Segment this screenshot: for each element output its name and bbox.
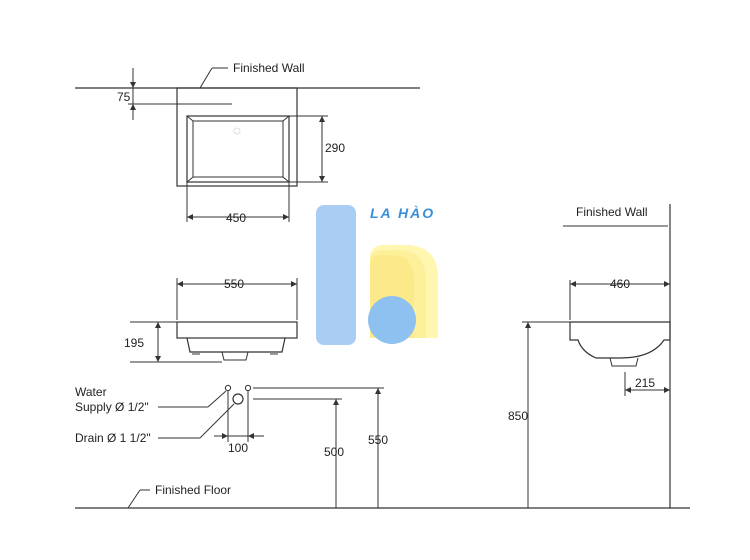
dim-side-depth: 460 xyxy=(610,277,630,291)
dim-wall-offset: 75 xyxy=(117,90,131,104)
finished-wall-label-top: Finished Wall xyxy=(233,61,305,75)
logo-text: LA HÀO xyxy=(370,205,435,221)
dim-basin-width: 550 xyxy=(224,277,244,291)
front-view: 550 195 Water Supply Ø 1/2" Drain Ø 1 1/… xyxy=(75,277,388,508)
dim-rim-height: 850 xyxy=(508,409,528,423)
water-supply-label: Supply Ø 1/2" xyxy=(75,400,149,414)
water-label: Water xyxy=(75,385,107,399)
dim-drain-height: 500 xyxy=(324,445,344,459)
dim-supply-height: 550 xyxy=(368,433,388,447)
finished-floor-label: Finished Floor xyxy=(155,483,231,497)
side-view: Finished Wall 460 215 850 xyxy=(508,204,671,508)
drain-label: Drain Ø 1 1/2" xyxy=(75,431,151,445)
dim-basin-height: 195 xyxy=(124,336,144,350)
dim-bowl-width: 450 xyxy=(226,211,246,225)
finished-floor: Finished Floor xyxy=(75,483,690,509)
dim-supply-spacing: 100 xyxy=(228,441,248,455)
finished-wall-label-right: Finished Wall xyxy=(576,205,648,219)
watermark-logo: LA HÀO xyxy=(316,205,438,345)
top-view: Finished Wall 75 290 450 xyxy=(75,61,420,225)
dim-drain-offset: 215 xyxy=(635,376,655,390)
dim-bowl-depth: 290 xyxy=(325,141,345,155)
